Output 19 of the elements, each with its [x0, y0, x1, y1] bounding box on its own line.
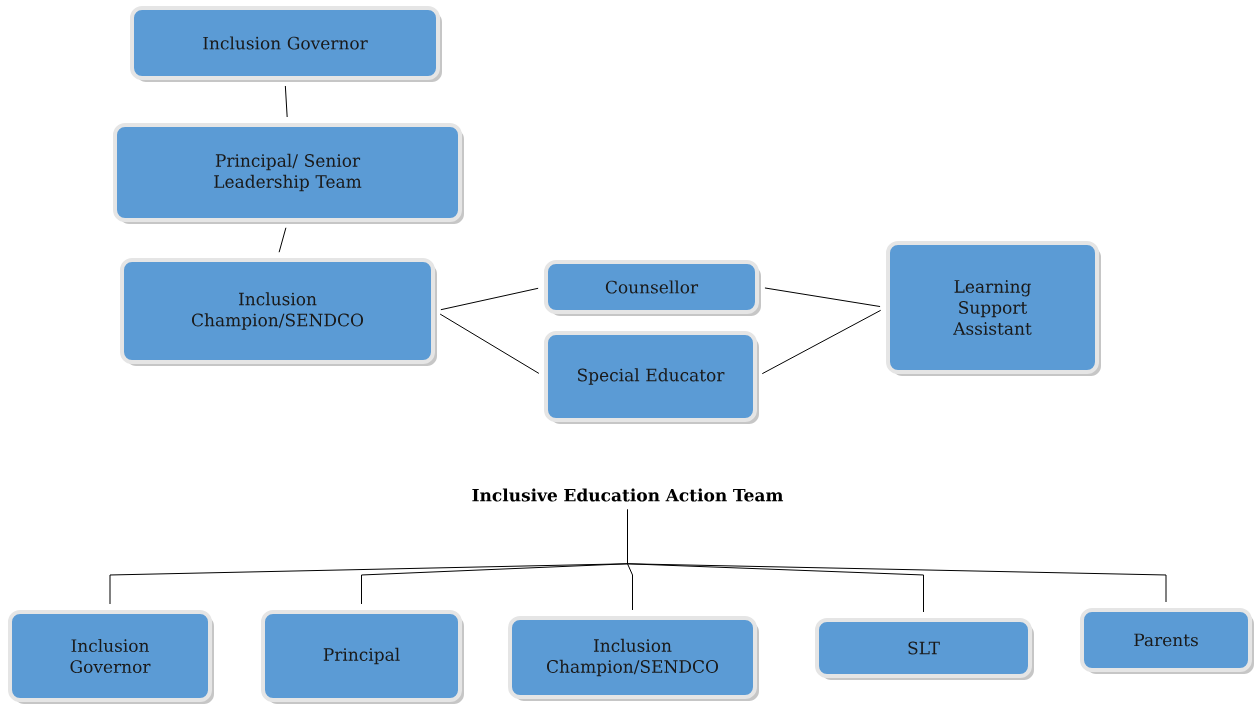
role-box: Inclusion Governor	[8, 610, 214, 704]
role-box: SLT	[815, 618, 1034, 680]
role-box: Special Educator	[544, 331, 759, 424]
role-box: Principal	[261, 610, 464, 704]
connector-line	[764, 287, 881, 308]
role-box: Inclusion Champion/SENDCO	[508, 616, 759, 701]
role-box: Inclusion Governor	[130, 6, 442, 82]
role-box: Parents	[1080, 608, 1254, 674]
role-box: Counsellor	[544, 260, 761, 316]
role-box: Principal/ Senior Leadership Team	[113, 123, 464, 224]
connector-line	[761, 309, 882, 375]
role-box: Learning Support Assistant	[886, 241, 1101, 376]
role-box: Inclusion Champion/SENDCO	[120, 258, 437, 366]
connector-line	[278, 227, 287, 253]
connector-line	[439, 313, 540, 374]
connector-line	[627, 509, 1167, 603]
connector-line	[440, 287, 539, 311]
connector-line	[284, 85, 288, 118]
team-title: Inclusive Education Action Team	[472, 488, 784, 502]
